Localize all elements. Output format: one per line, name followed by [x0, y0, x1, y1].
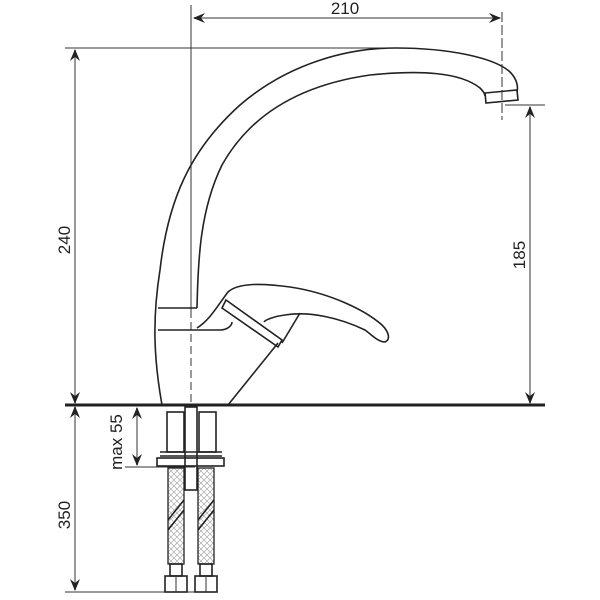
- label-350: 350: [55, 501, 74, 529]
- lever-band: [220, 298, 284, 349]
- aerator: [484, 89, 519, 104]
- supply-hose-left: [164, 467, 188, 593]
- faucet-body: [154, 47, 519, 406]
- label-185: 185: [510, 241, 529, 269]
- label-210: 210: [331, 0, 359, 18]
- mounting-hardware: [156, 406, 225, 491]
- label-240: 240: [55, 226, 74, 254]
- label-max-55: max 55: [107, 414, 126, 470]
- faucet-lever-handle: [196, 283, 390, 349]
- supply-hose-right: [194, 467, 218, 593]
